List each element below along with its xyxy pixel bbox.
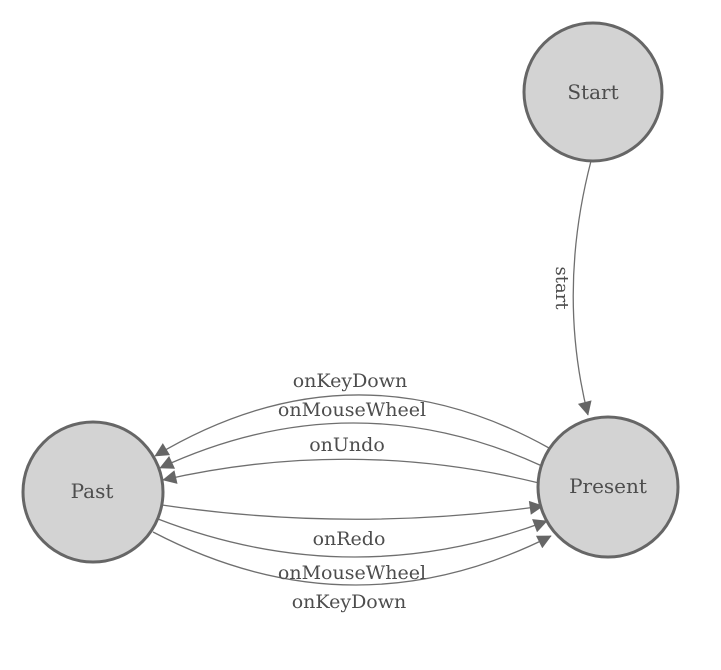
present-node-label: Present bbox=[569, 474, 647, 498]
edge-label-onkeydown-bottom: onKeyDown bbox=[292, 591, 407, 613]
state-node-start: Start bbox=[522, 21, 664, 163]
edge-label-onkeydown-top: onKeyDown bbox=[293, 370, 408, 392]
edge-label-onmousewheel-bottom: onMouseWheel bbox=[278, 562, 426, 584]
edge-label-onredo: onRedo bbox=[313, 528, 386, 550]
edge-label-onundo: onUndo bbox=[309, 434, 385, 456]
edge-onmousewheel-to-present bbox=[157, 518, 548, 558]
present-node-circle bbox=[536, 415, 680, 559]
edge-onkeydown-to-past bbox=[154, 394, 550, 457]
state-node-past: Past bbox=[21, 420, 165, 564]
edge-onkeydown-to-present bbox=[152, 531, 552, 586]
past-node-circle bbox=[21, 420, 165, 564]
edge-onredo-to-present bbox=[161, 500, 544, 520]
edge-label-start: start bbox=[551, 266, 572, 310]
edge-start-to-present bbox=[572, 160, 592, 416]
start-node-label: Start bbox=[567, 80, 618, 104]
start-node-circle bbox=[522, 21, 664, 163]
edge-label-onmousewheel-top: onMouseWheel bbox=[278, 399, 426, 421]
state-node-present: Present bbox=[536, 415, 680, 559]
edge-onmousewheel-to-past bbox=[159, 422, 543, 469]
edge-onundo-to-past bbox=[162, 458, 540, 484]
past-node-label: Past bbox=[71, 479, 114, 503]
